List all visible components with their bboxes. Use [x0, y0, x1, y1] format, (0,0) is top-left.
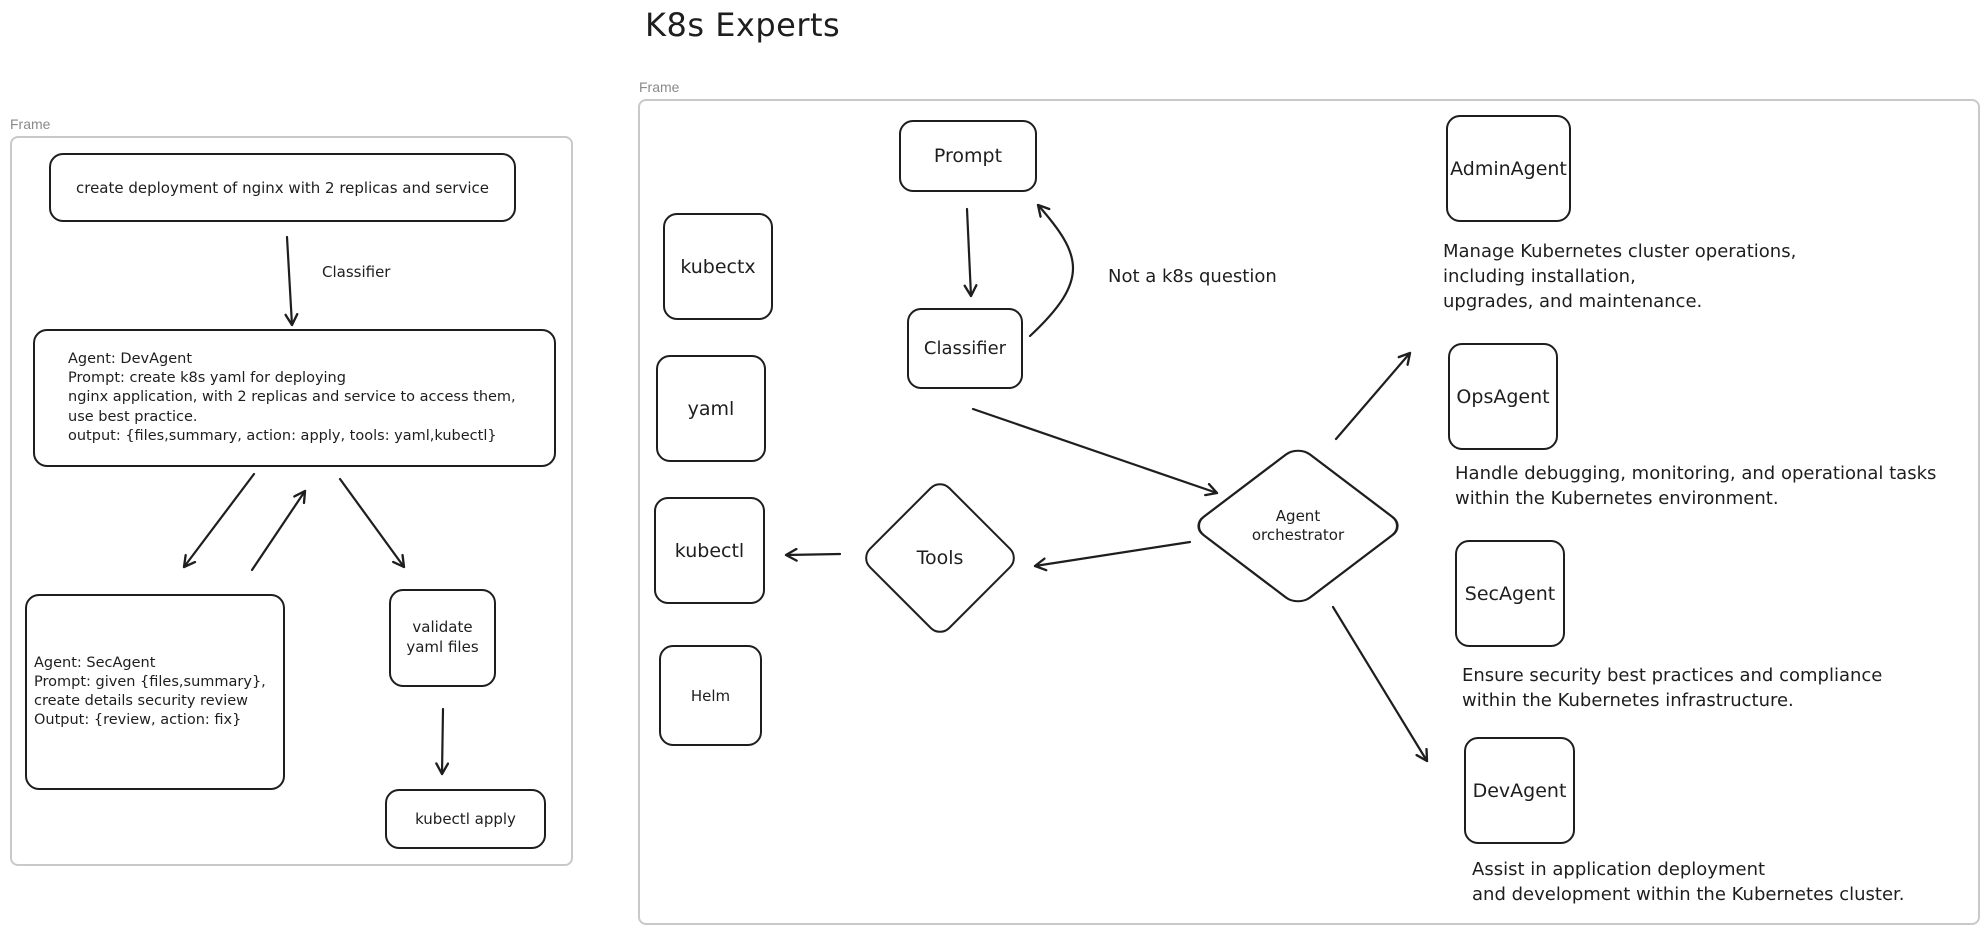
classifier-label: Classifier: [322, 263, 391, 281]
tool-kubectx-label: kubectx: [680, 255, 756, 278]
agent-admin-name: AdminAgent: [1450, 157, 1567, 180]
tool-yaml[interactable]: yaml: [656, 355, 766, 462]
validate-node[interactable]: validate yaml files: [389, 589, 496, 687]
left-frame: [10, 136, 573, 866]
orchestrator-node[interactable]: Agent orchestrator: [1189, 443, 1407, 609]
tool-yaml-label: yaml: [687, 397, 735, 420]
tools-node[interactable]: Tools: [859, 477, 1021, 639]
right-frame: [638, 99, 1980, 925]
tool-kubectl[interactable]: kubectl: [654, 497, 765, 604]
agent-admin[interactable]: AdminAgent: [1446, 115, 1571, 222]
devagent-node[interactable]: Agent: DevAgent Prompt: create k8s yaml …: [33, 329, 556, 467]
agent-admin-description: Manage Kubernetes cluster operations, in…: [1443, 241, 1797, 312]
classifier-node-label: Classifier: [923, 338, 1007, 359]
orchestrator-label: Agent orchestrator: [1251, 506, 1345, 545]
agent-sec[interactable]: SecAgent: [1455, 540, 1565, 647]
right-frame-label: Frame: [639, 79, 680, 95]
page-title: K8s Experts: [645, 6, 841, 44]
kubectl-apply-text: kubectl apply: [415, 810, 516, 828]
agent-dev[interactable]: DevAgent: [1464, 737, 1575, 844]
left-frame-label: Frame: [10, 116, 51, 132]
tool-helm[interactable]: Helm: [659, 645, 762, 746]
tools-node-label: Tools: [916, 546, 964, 569]
agent-dev-description: Assist in application deployment and dev…: [1472, 859, 1905, 905]
not-k8s-label: Not a k8s question: [1108, 266, 1277, 287]
prompt-node[interactable]: Prompt: [899, 120, 1037, 192]
secagent-text: Agent: SecAgent Prompt: given {files,sum…: [34, 654, 266, 729]
tool-kubectx[interactable]: kubectx: [663, 213, 773, 320]
request-node[interactable]: create deployment of nginx with 2 replic…: [49, 153, 516, 222]
classifier-node[interactable]: Classifier: [907, 308, 1023, 389]
agent-ops[interactable]: OpsAgent: [1448, 343, 1558, 450]
secagent-node[interactable]: Agent: SecAgent Prompt: given {files,sum…: [25, 594, 285, 790]
agent-sec-description: Ensure security best practices and compl…: [1462, 665, 1883, 711]
kubectl-apply-node[interactable]: kubectl apply: [385, 789, 546, 849]
validate-text: validate yaml files: [406, 618, 479, 656]
tool-kubectl-label: kubectl: [674, 539, 745, 562]
agent-ops-name: OpsAgent: [1456, 385, 1550, 408]
devagent-text: Agent: DevAgent Prompt: create k8s yaml …: [68, 351, 516, 444]
agent-dev-name: DevAgent: [1472, 779, 1567, 802]
agent-ops-description: Handle debugging, monitoring, and operat…: [1455, 463, 1937, 509]
agent-sec-name: SecAgent: [1464, 582, 1556, 605]
prompt-label: Prompt: [933, 145, 1003, 167]
tool-helm-label: Helm: [690, 686, 731, 705]
request-text: create deployment of nginx with 2 replic…: [75, 178, 489, 197]
